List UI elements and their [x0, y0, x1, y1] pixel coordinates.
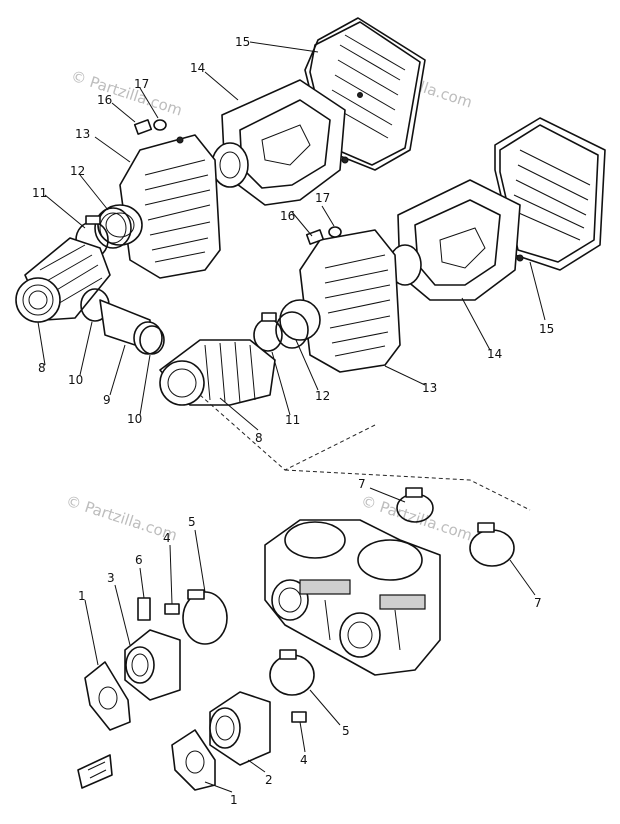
front-mark-tag — [77, 754, 113, 789]
clamp-7-right — [469, 522, 515, 567]
callout-4-upper: 4 — [163, 531, 171, 545]
callout-14-right: 14 — [487, 347, 502, 361]
gasket-1-left — [84, 661, 131, 731]
callout-6: 6 — [135, 553, 143, 567]
callout-15-left: 15 — [235, 35, 250, 49]
callout-16-right: 16 — [280, 209, 295, 223]
callout-10-left: 10 — [68, 373, 83, 387]
callout-13-left: 13 — [75, 127, 90, 141]
callout-5-upper: 5 — [188, 515, 196, 529]
air-box-right — [279, 229, 401, 373]
callout-13-right: 13 — [422, 381, 437, 395]
hose-clamp-left — [94, 207, 132, 249]
joint-9 — [80, 288, 165, 355]
callout-1-left: 1 — [78, 589, 86, 603]
clamp-5-right — [269, 649, 315, 696]
screw-4-lower — [291, 711, 307, 723]
callout-15-right: 15 — [539, 322, 554, 336]
clamp-7-left — [396, 487, 434, 523]
intake-duct-left — [15, 237, 111, 323]
gasket-1-right — [171, 729, 216, 791]
screw-4-upper — [164, 603, 180, 615]
callout-11-right: 11 — [285, 413, 300, 427]
callout-14-left: 14 — [190, 61, 205, 75]
callout-10-right: 10 — [127, 412, 142, 426]
callout-5-lower: 5 — [342, 724, 350, 738]
callout-labels: 15 14 17 16 13 12 11 8 10 9 10 8 11 12 1… — [32, 35, 554, 807]
callout-8-left: 8 — [38, 361, 46, 375]
callout-17-left: 17 — [134, 77, 149, 91]
callout-12-right: 12 — [315, 389, 330, 403]
air-filter-element-right — [388, 179, 521, 301]
callout-3: 3 — [107, 571, 115, 585]
assembly-line — [199, 394, 531, 511]
intake-joint-2 — [209, 691, 271, 766]
air-filter-cover-right — [494, 117, 606, 271]
air-box-left — [97, 134, 221, 279]
callout-9: 9 — [103, 393, 111, 407]
watermark-top: © Partzilla.com — [69, 67, 185, 120]
intake-joint-3 — [124, 629, 181, 701]
intake-duct-right — [159, 339, 276, 406]
callout-7-left: 7 — [358, 477, 366, 491]
callout-11-left: 11 — [32, 186, 47, 200]
callout-4-lower: 4 — [300, 753, 308, 767]
callout-2: 2 — [265, 773, 273, 787]
bolt-right — [305, 226, 342, 245]
callout-7-right: 7 — [534, 596, 542, 610]
hose-clamp-right — [253, 311, 309, 352]
carburetor-assembly — [264, 519, 441, 676]
callout-1-right: 1 — [230, 793, 238, 807]
leader-lines — [37, 41, 546, 793]
air-filter-element-left — [211, 79, 346, 206]
callout-8-right: 8 — [255, 431, 263, 445]
callout-16-left: 16 — [97, 93, 112, 107]
pin-6 — [137, 597, 151, 621]
callout-17-right: 17 — [315, 191, 330, 205]
clamp-5-left — [182, 589, 228, 645]
bolt-upper — [133, 119, 167, 135]
callout-12-left: 12 — [70, 164, 85, 178]
